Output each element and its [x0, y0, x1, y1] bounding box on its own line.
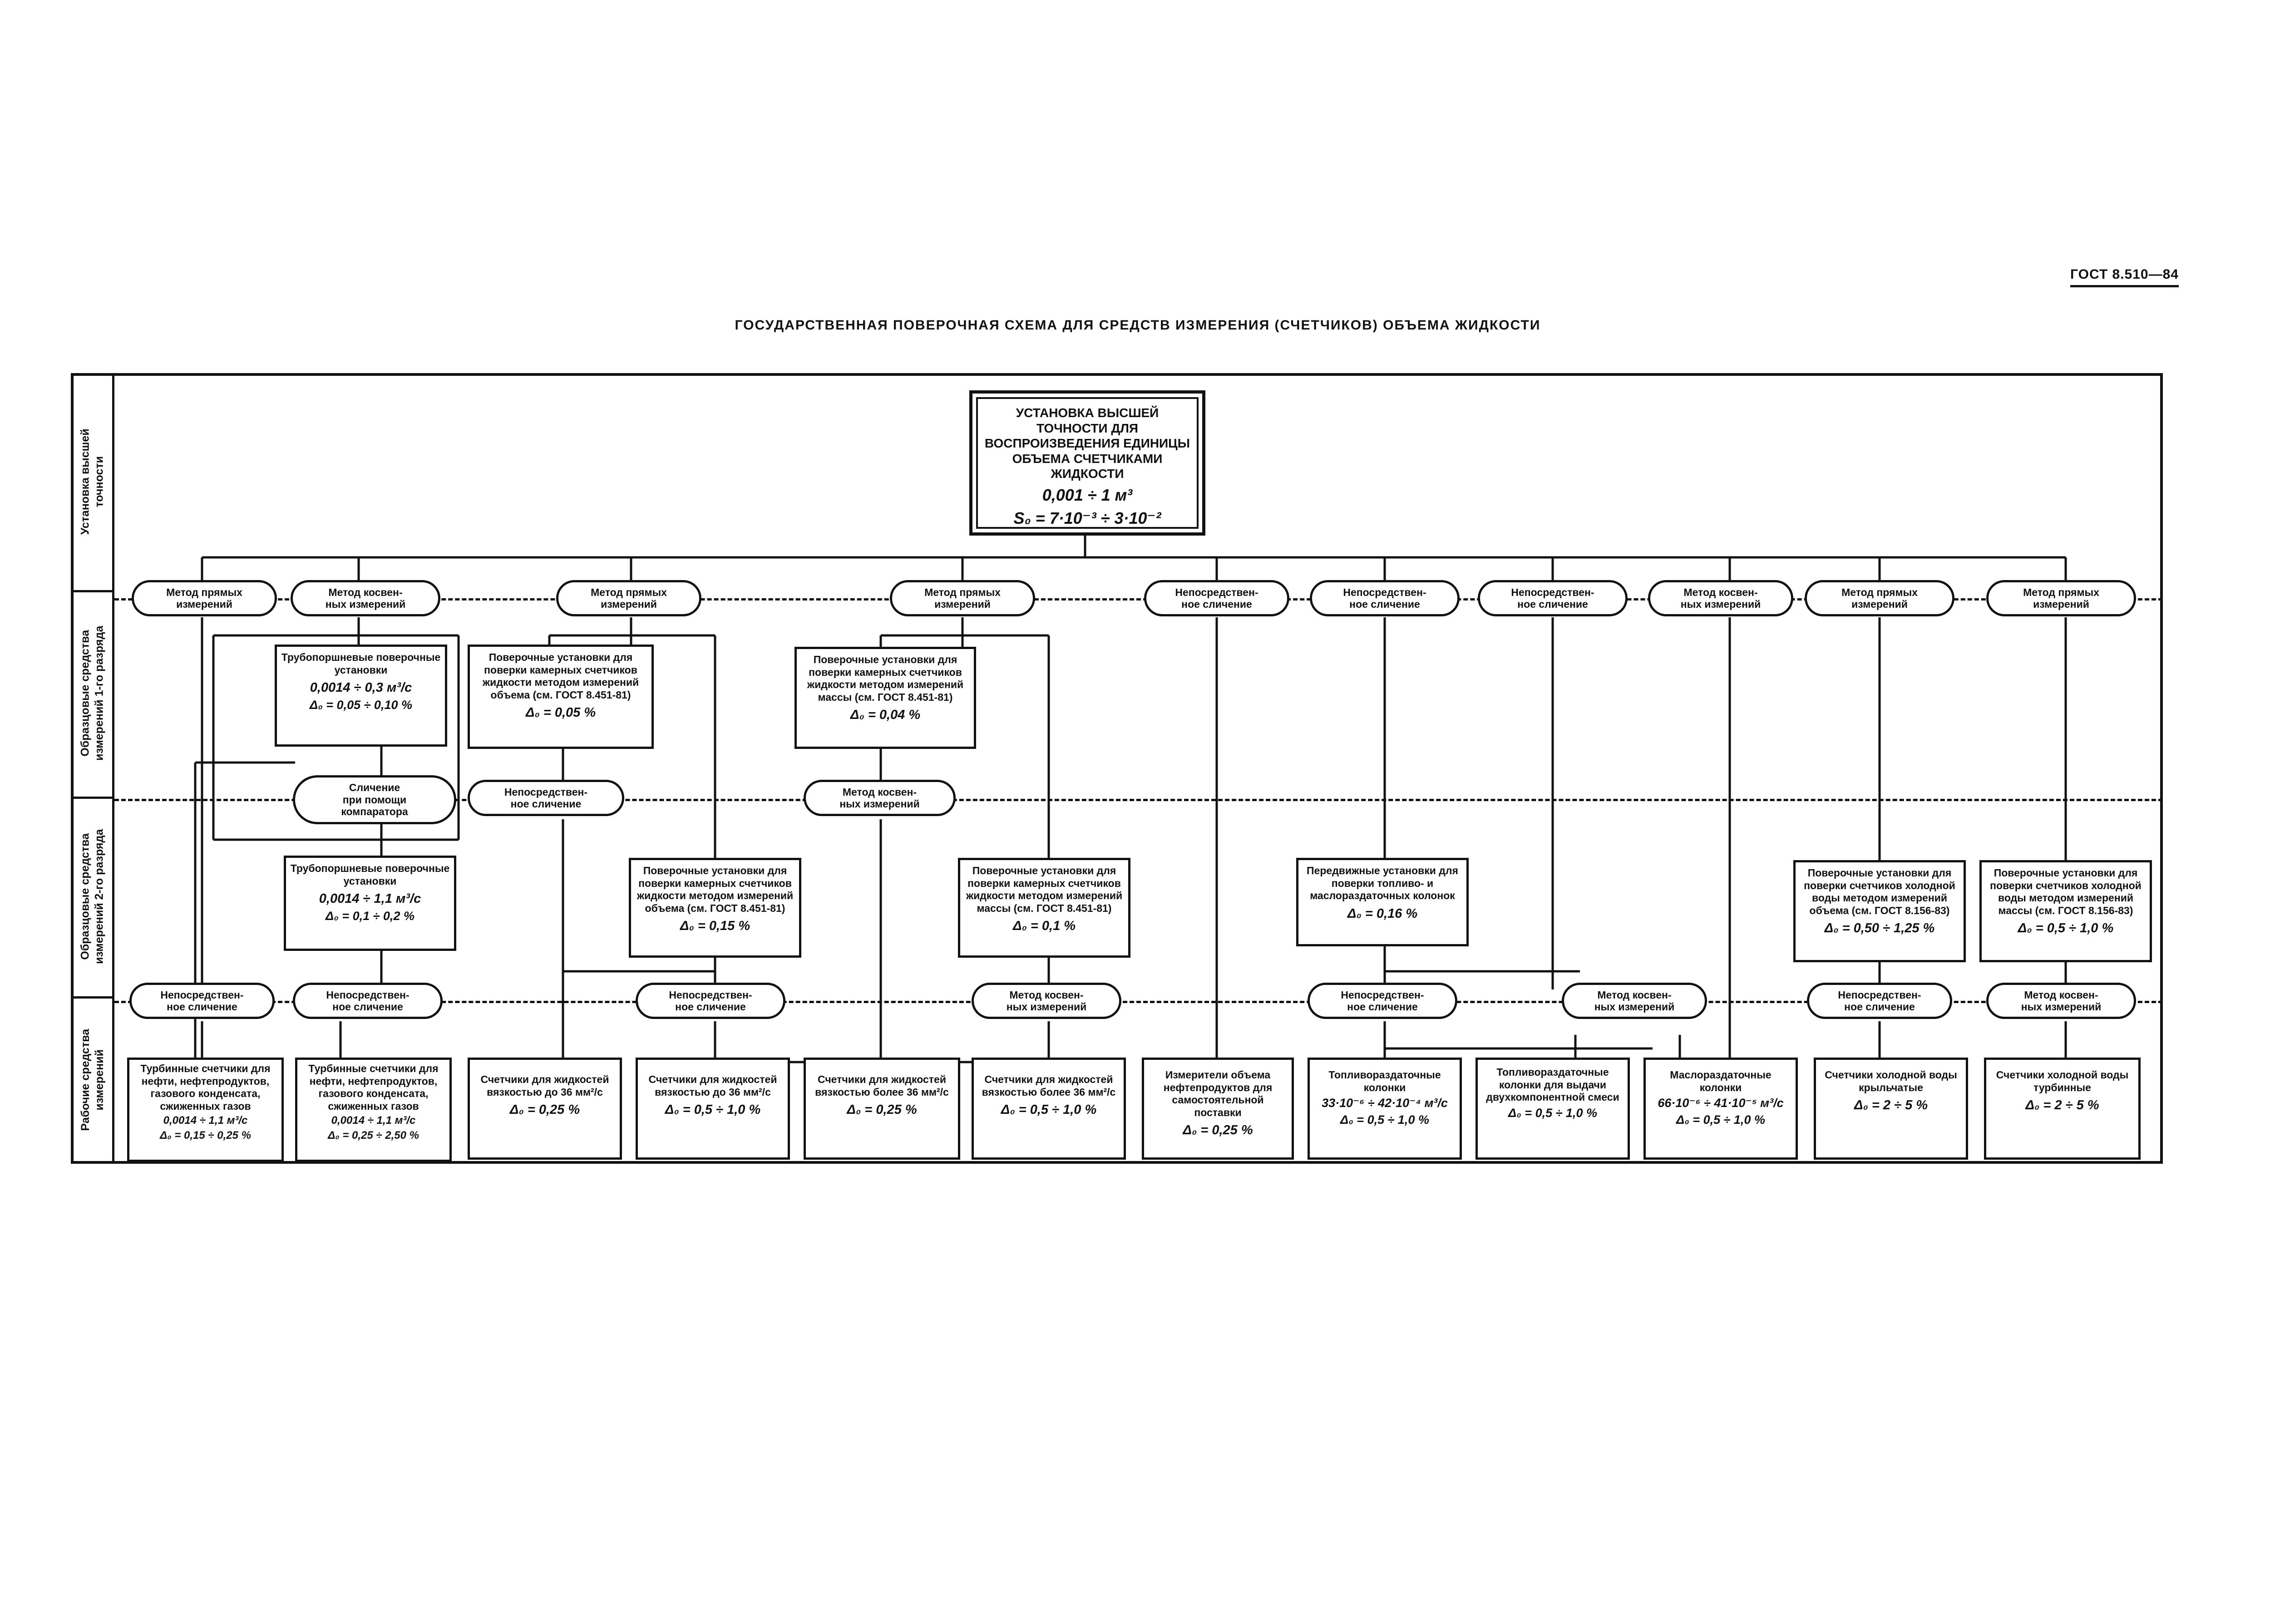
working-instrument: Топливораздаточные колонки 33·10⁻⁶ ÷ 42·… [1308, 1058, 1462, 1160]
method-pill: Метод прямых измерений [890, 580, 1035, 616]
method-pill: Метод косвен- ных измерений [972, 983, 1121, 1019]
level-column [71, 373, 114, 1164]
level-separator [71, 590, 114, 592]
working-instrument: Измерители объема нефтепродуктов для сам… [1142, 1058, 1294, 1160]
method-row-2 [114, 799, 2163, 801]
working-instrument: Счетчики для жидкостей вязкостью до 36 м… [468, 1058, 622, 1160]
working-instrument: Счетчики холодной воды турбинные Δ₀ = 2 … [1984, 1058, 2141, 1160]
method-pill: Сличение при помощи компаратора [293, 775, 456, 824]
method-pill: Непосредствен- ное сличение [1144, 580, 1289, 616]
working-instrument: Счетчики холодной воды крыльчатые Δ₀ = 2… [1814, 1058, 1968, 1160]
method-pill: Непосредствен- ное сличение [1478, 580, 1628, 616]
first-rank-unit: Поверочные установки для поверки камерны… [794, 647, 976, 749]
method-pill: Непосредствен- ное сличение [1807, 983, 1952, 1019]
highest-accuracy-unit-text: УСТАНОВКА ВЫСШЕЙ ТОЧНОСТИ ДЛЯ ВОСПРОИЗВЕ… [984, 406, 1190, 481]
second-rank-unit: Трубопоршневые поверочные установки 0,00… [284, 856, 456, 951]
method-pill: Непосредствен- ное сличение [636, 983, 785, 1019]
highest-accuracy-unit-error: S₀ = 7·10⁻³ ÷ 3·10⁻² [1013, 509, 1161, 528]
working-instrument: Турбинные счетчики для нефти, нефтепроду… [295, 1058, 452, 1162]
first-rank-unit: Трубопоршневые поверочные установки 0,00… [275, 645, 447, 747]
method-pill: Непосредствен- ное сличение [1310, 580, 1460, 616]
method-pill: Метод косвен- ных измерений [1562, 983, 1707, 1019]
second-rank-unit: Поверочные установки для поверки счетчик… [1979, 860, 2152, 962]
standard-number: ГОСТ 8.510—84 [2070, 267, 2179, 287]
highest-accuracy-unit: УСТАНОВКА ВЫСШЕЙ ТОЧНОСТИ ДЛЯ ВОСПРОИЗВЕ… [969, 390, 1205, 536]
second-rank-unit: Поверочные установки для поверки счетчик… [1793, 860, 1966, 962]
scheme-title: ГОСУДАРСТВЕННАЯ ПОВЕРОЧНАЯ СХЕМА ДЛЯ СРЕ… [735, 318, 1541, 333]
highest-accuracy-unit-range: 0,001 ÷ 1 м³ [1042, 485, 1133, 504]
scheme-frame [71, 373, 2163, 1164]
working-instrument: Турбинные счетчики для нефти, нефтепроду… [127, 1058, 284, 1162]
method-pill: Метод косвен- ных измерений [1986, 983, 2136, 1019]
working-instrument: Топливораздаточные колонки для выдачи дв… [1476, 1058, 1630, 1160]
second-rank-unit: Передвижные установки для поверки топлив… [1296, 858, 1469, 946]
working-instrument: Счетчики для жидкостей вязкостью до 36 м… [636, 1058, 790, 1160]
method-pill: Непосредствен- ное сличение [129, 983, 275, 1019]
first-rank-unit: Поверочные установки для поверки камерны… [468, 645, 654, 749]
method-pill: Непосредствен- ное сличение [293, 983, 443, 1019]
method-pill: Метод прямых измерений [1805, 580, 1954, 616]
method-pill: Метод прямых измерений [1986, 580, 2136, 616]
method-pill: Непосредствен- ное сличение [1308, 983, 1457, 1019]
method-row-3 [114, 1001, 2163, 1003]
method-pill: Непосредствен- ное сличение [468, 780, 624, 816]
working-instrument: Маслораздаточные колонки 66·10⁻⁶ ÷ 41·10… [1643, 1058, 1798, 1160]
level-separator [71, 797, 114, 799]
method-pill: Метод косвен- ных измерений [1648, 580, 1793, 616]
level-separator [71, 996, 114, 999]
method-pill: Метод прямых измерений [556, 580, 701, 616]
method-pill: Метод косвен- ных измерений [804, 780, 956, 816]
working-instrument: Счетчики для жидкостей вязкостью более 3… [804, 1058, 960, 1160]
method-pill: Метод косвен- ных измерений [291, 580, 440, 616]
working-instrument: Счетчики для жидкостей вязкостью более 3… [972, 1058, 1126, 1160]
second-rank-unit: Поверочные установки для поверки камерны… [958, 858, 1130, 958]
second-rank-unit: Поверочные установки для поверки камерны… [629, 858, 801, 958]
method-row-1 [114, 598, 2163, 600]
method-pill: Метод прямых измерений [132, 580, 277, 616]
